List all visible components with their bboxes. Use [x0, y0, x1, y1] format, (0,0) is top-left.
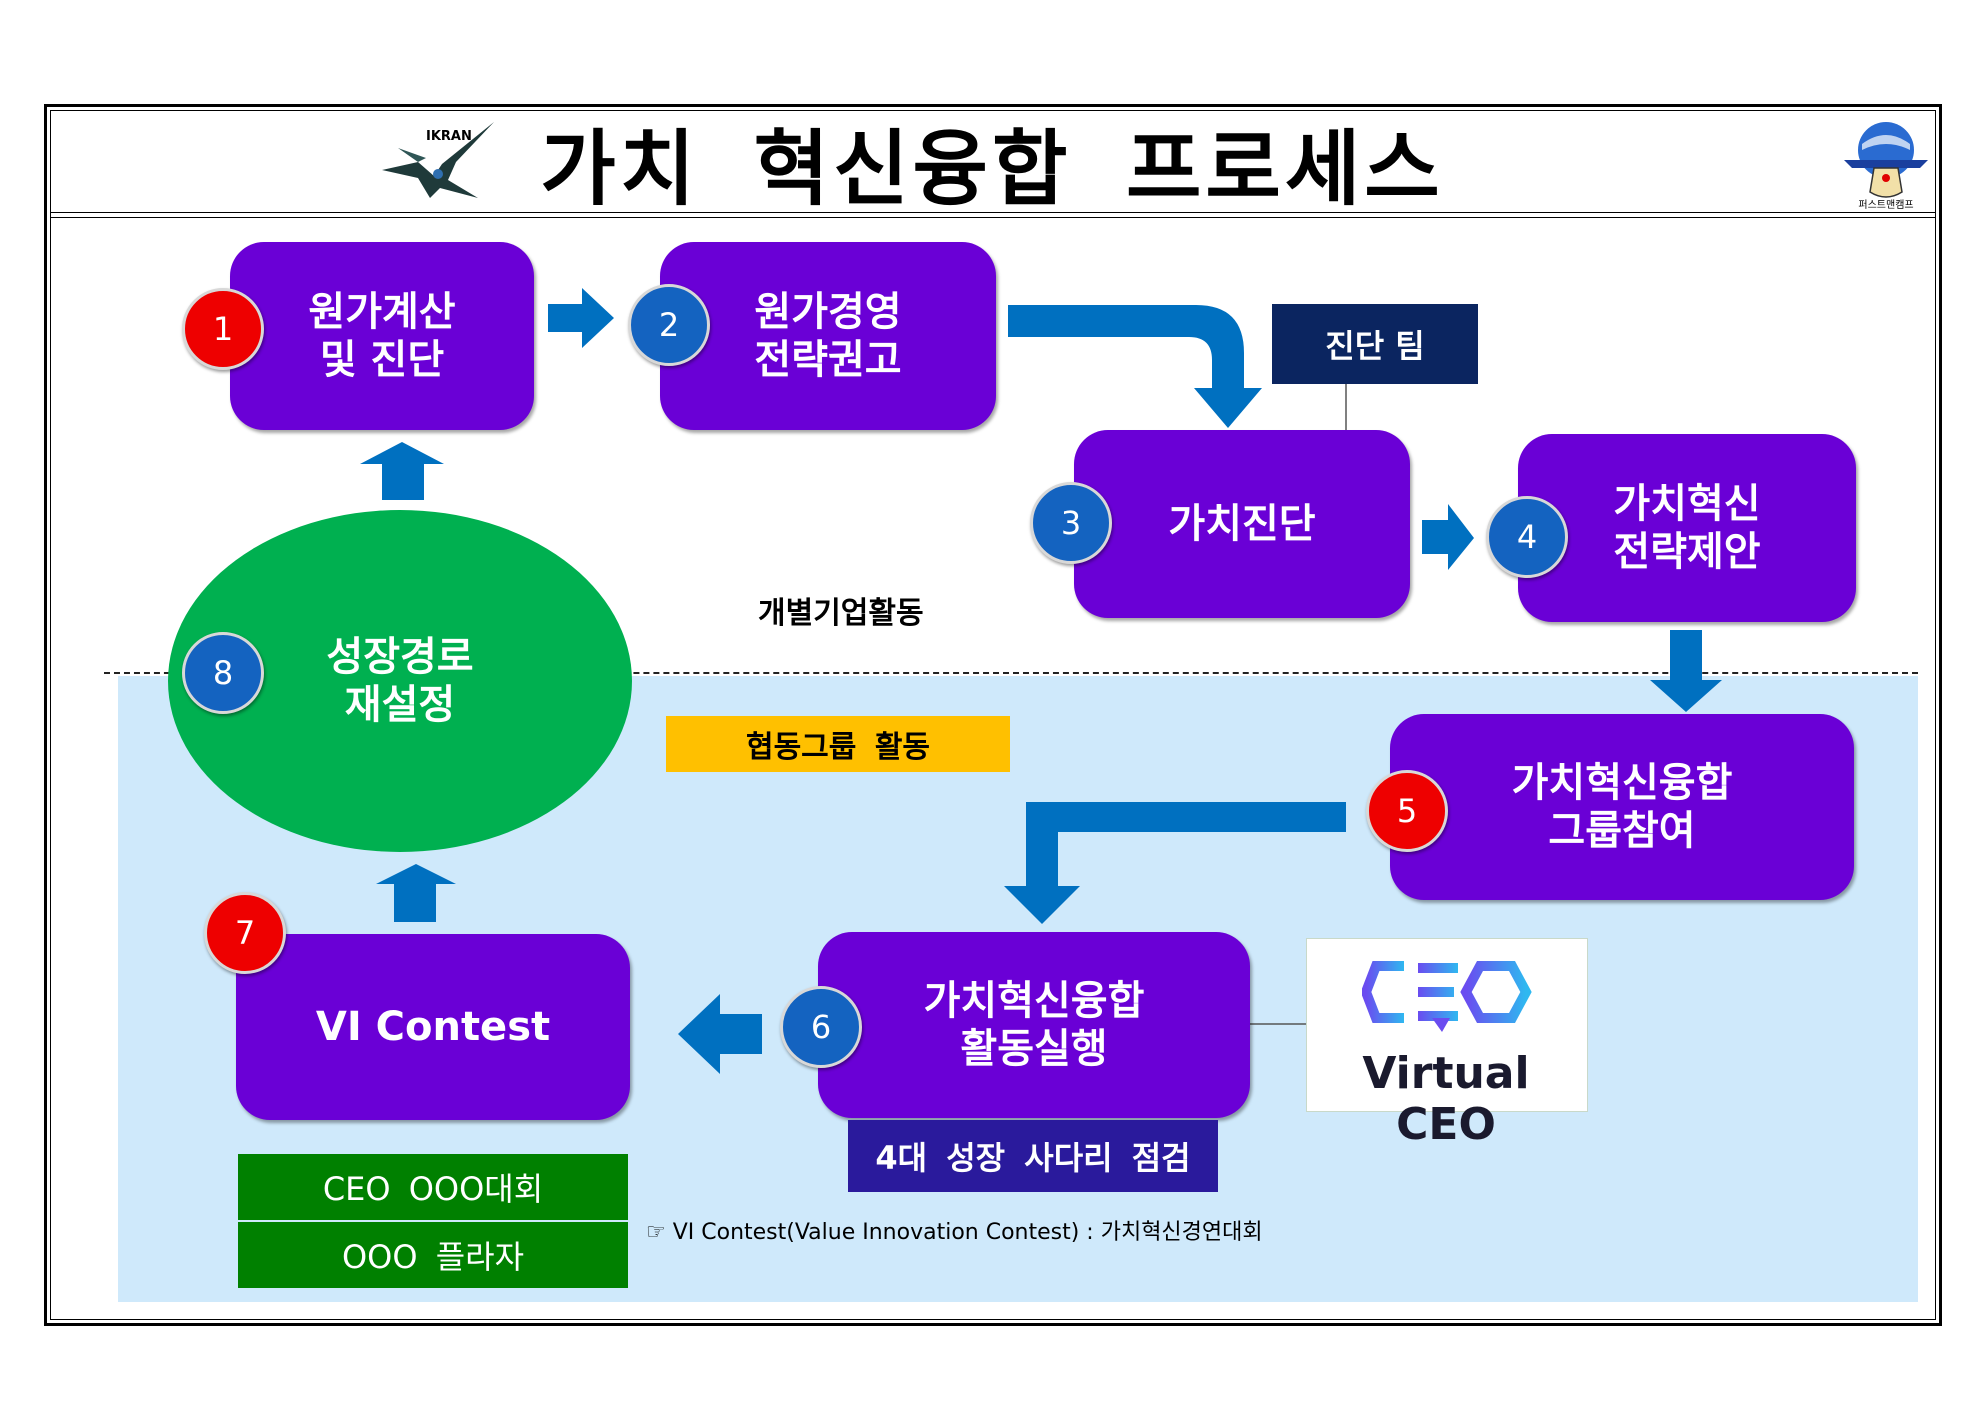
platform-cell: OOO 플라자 [238, 1222, 628, 1288]
step-3-badge: 3 [1030, 482, 1112, 564]
step-2-box: 원가경영 전략권고 [660, 242, 996, 430]
diagnosis-team-label: 진단 팀 [1272, 304, 1478, 384]
ikran-bird-logo: IKRAN [382, 122, 494, 198]
step-8-badge: 8 [182, 632, 264, 714]
step-4-box: 가치혁신 전략제안 [1518, 434, 1856, 622]
step-6-box: 가치혁신융합 활동실행 [818, 932, 1250, 1118]
page-frame [44, 104, 1942, 1326]
page-frame-inner [50, 110, 1936, 1320]
group-activity-label: 협동그룹 활동 [666, 716, 1010, 772]
virtual-ceo-text: Virtual CEO [1362, 1048, 1530, 1150]
step-7-box: VI Contest [236, 934, 630, 1120]
vi-contest-note: ☞ VI Contest(Value Innovation Contest) :… [646, 1220, 1263, 1245]
step-5-box: 가치혁신융합 그룹참여 [1390, 714, 1854, 900]
individual-activity-label: 개별기업활동 [758, 596, 924, 631]
firstman-camp-logo-text: 퍼스트맨캠프 [1858, 200, 1914, 211]
step-3-box: 가치진단 [1074, 430, 1410, 618]
step-7-badge: 7 [204, 892, 286, 974]
zone-divider [104, 672, 1918, 674]
table-divider [238, 1220, 628, 1222]
step-2-badge: 2 [628, 284, 710, 366]
step-1-badge: 1 [182, 288, 264, 370]
growth-ladder-check-label: 4대 성장 사다리 점검 [848, 1120, 1218, 1192]
step-1-box: 원가계산 및 진단 [230, 242, 534, 430]
contest-award-cell: CEO OOO대회 [238, 1154, 628, 1220]
title-separator-2 [50, 217, 1936, 218]
step-6-badge: 6 [780, 986, 862, 1068]
step-4-badge: 4 [1486, 496, 1568, 578]
step-5-badge: 5 [1366, 770, 1448, 852]
step-8-oval: 성장경로 재설정 [168, 510, 632, 852]
page-title: 가치 혁신융합 프로세스 [540, 121, 1444, 217]
ceo-logo-icon [1362, 961, 1532, 1032]
title-separator [50, 212, 1936, 213]
firstman-camp-logo [1844, 122, 1928, 198]
ikran-logo-text: IKRAN [426, 129, 472, 144]
